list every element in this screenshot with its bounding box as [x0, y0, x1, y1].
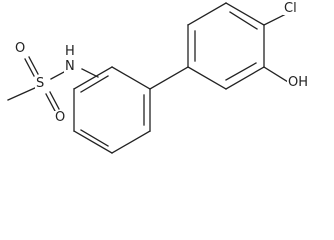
s-n-bond: [50, 71, 65, 80]
oxygen-lower-atom: O: [54, 110, 67, 125]
ring1-bond-3: [111, 130, 151, 154]
c-oh-bond: [263, 66, 289, 83]
oxygen-upper-atom: O: [14, 41, 27, 56]
bond-lines: [7, 2, 289, 154]
s-o-upper-bond-b: [28, 56, 39, 75]
ring1-inner-2: [80, 129, 109, 147]
s-o-lower-bond-b: [49, 91, 60, 110]
structure-diagram: S O O N H Cl OH: [7, 1, 310, 154]
nitrogen-atom: N: [64, 59, 76, 74]
c-cl-bond: [263, 12, 289, 26]
n-c-bond: [81, 68, 99, 78]
ring1-bond-4: [73, 130, 113, 154]
ring2-bond-1: [187, 66, 227, 90]
ring2-inner-2: [229, 11, 258, 30]
ring2-bond-5: [187, 2, 227, 26]
ring2-bond-4: [225, 2, 265, 26]
biaryl-bond: [149, 66, 189, 90]
ring1-bond-6: [73, 66, 113, 90]
ring1-bond-1: [111, 66, 151, 90]
sulfur-atom: S: [35, 76, 46, 91]
hydroxyl-group: OH: [287, 75, 310, 90]
nh-hydrogen-atom: H: [64, 44, 76, 59]
s-o-lower-bond-a: [45, 93, 56, 112]
ring2-bond-2: [225, 66, 265, 90]
chlorine-atom: Cl: [283, 1, 298, 16]
s-o-upper-bond-a: [24, 58, 35, 77]
ring2-inner-1: [225, 62, 257, 81]
methyl-bond: [7, 86, 38, 101]
ring1-inner-3: [80, 75, 109, 93]
